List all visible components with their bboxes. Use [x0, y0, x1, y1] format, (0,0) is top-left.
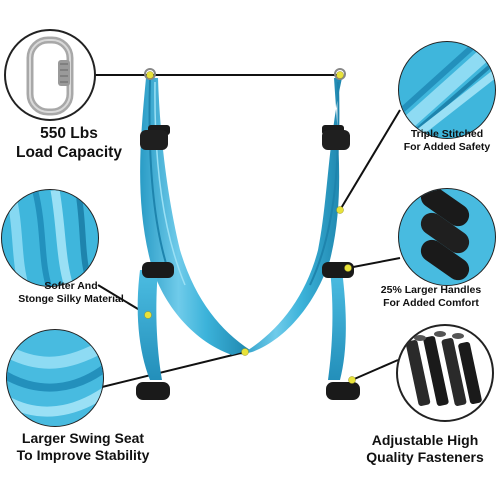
carabiner-icon: [4, 29, 96, 121]
aerial-yoga-hammock: [136, 68, 360, 400]
caption-line-1: Softer And: [44, 280, 98, 292]
fabric-seat-icon: [6, 329, 104, 427]
caption-line-1: 550 Lbs: [40, 125, 98, 142]
caption-material: Softer And Stonge Silky Material: [12, 280, 130, 305]
lower-handle-left: [136, 382, 170, 400]
fasteners-icon: [396, 324, 494, 422]
caption-stitching: Triple Stitched For Added Safety: [396, 128, 498, 153]
caption-line-1: 25% Larger Handles: [380, 284, 482, 296]
caption-handles: 25% Larger Handles For Added Comfort: [368, 284, 494, 309]
caption-line-2: For Added Comfort: [383, 296, 479, 309]
caption-fasteners: Adjustable High Quality Fasteners: [355, 432, 495, 466]
caption-line-1: Larger Swing Seat: [21, 430, 145, 446]
foam-handles-icon: [398, 188, 496, 286]
connector-lines: [95, 74, 401, 389]
caption-line-2: To Improve Stability: [16, 446, 150, 463]
caption-swing-seat: Larger Swing Seat To Improve Stability: [8, 430, 158, 464]
caption-line-2: Quality Fasteners: [366, 448, 484, 465]
lower-handle-right: [326, 382, 360, 400]
fabric-closeup-icon: [1, 189, 99, 287]
caption-line-2: For Added Safety: [403, 140, 491, 153]
stitching-icon: [398, 41, 496, 139]
middle-handle-left: [142, 262, 174, 278]
caption-load-capacity: 550 Lbs Load Capacity: [16, 125, 122, 162]
caption-line-2: Stonge Silky Material: [18, 292, 124, 305]
upper-handle-right: [322, 125, 350, 150]
caption-line-2: Load Capacity: [16, 143, 122, 161]
upper-handle-left: [140, 125, 170, 150]
caption-line-1: Adjustable High: [371, 432, 479, 448]
caption-line-1: Triple Stitched: [410, 128, 484, 140]
